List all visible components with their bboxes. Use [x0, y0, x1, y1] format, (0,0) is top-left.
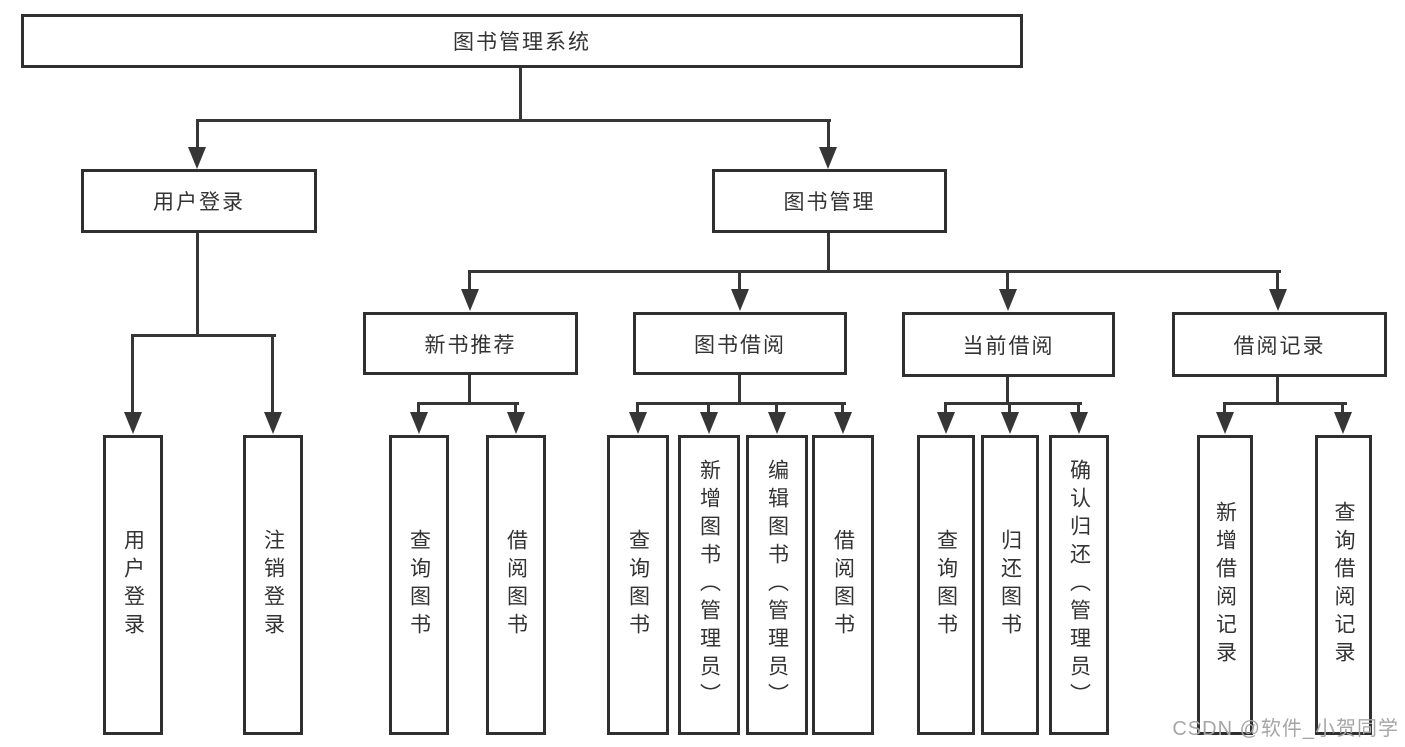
arrowhead-icon [700, 412, 718, 434]
arrowhead-icon [768, 412, 786, 434]
node-new-book-recommendation: 新书推荐 [363, 312, 578, 375]
node-borrowing-records: 借阅记录 [1172, 312, 1387, 377]
arrowhead-icon [1269, 289, 1287, 311]
node-current-borrowing: 当前借阅 [902, 312, 1115, 377]
arrowhead-icon [507, 412, 525, 434]
connector-arrow-shaft [468, 273, 471, 290]
leaf-confirm-return-admin: 确认归还（管理员） [1049, 435, 1109, 735]
leaf-query-books-borrow: 查询图书 [607, 435, 669, 735]
leaf-add-borrow-record: 新增借阅记录 [1197, 435, 1253, 735]
arrowhead-icon [1216, 412, 1234, 434]
leaf-borrow-books-recommend: 借阅图书 [486, 435, 546, 735]
connector-borrow-records-stem [1276, 377, 1279, 405]
leaf-query-books-current: 查询图书 [917, 435, 975, 735]
connector-level2-bus [196, 119, 831, 122]
leaf-edit-books-admin: 编辑图书（管理员） [746, 435, 808, 735]
connector-arrow-shaft [131, 337, 134, 413]
connector-arrow-shaft [1223, 405, 1226, 414]
connector-arrow-shaft [775, 405, 778, 414]
connector-root-stem [519, 68, 522, 121]
connector-arrow-shaft [417, 405, 420, 414]
connector-new-book-stem [468, 375, 471, 405]
connector-arrow-shaft [514, 405, 517, 414]
arrowhead-icon [264, 412, 282, 434]
leaf-query-books-recommend: 查询图书 [389, 435, 449, 735]
connector-book-borrow-bus [636, 402, 846, 405]
arrowhead-icon [410, 412, 428, 434]
arrowhead-icon [834, 412, 852, 434]
connector-current-borrow-stem [1006, 377, 1009, 405]
connector-arrow-shaft [1341, 405, 1344, 414]
arrowhead-icon [461, 289, 479, 311]
arrowhead-icon [819, 147, 837, 169]
connector-arrow-shaft [944, 405, 947, 414]
connector-level3-bus [468, 270, 1281, 273]
connector-new-book-bus [417, 402, 519, 405]
connector-book-mgmt-stem [827, 233, 830, 273]
connector-arrow-shaft [827, 122, 830, 148]
connector-user-login-stem [196, 233, 199, 336]
connector-arrow-shaft [1077, 405, 1080, 414]
arrowhead-icon [937, 412, 955, 434]
arrowhead-icon [731, 289, 749, 311]
connector-arrow-shaft [196, 122, 199, 148]
connector-arrow-shaft [1276, 273, 1279, 290]
node-book-management: 图书管理 [712, 169, 947, 233]
arrowhead-icon [1001, 412, 1019, 434]
connector-arrow-shaft [707, 405, 710, 414]
connector-book-borrow-stem [738, 375, 741, 405]
leaf-user-login: 用户登录 [103, 435, 163, 735]
connector-current-borrow-bus [944, 402, 1082, 405]
watermark-text: CSDN @软件_小贺同学 [1172, 718, 1399, 740]
connector-arrow-shaft [738, 273, 741, 290]
connector-borrow-records-bus [1223, 402, 1347, 405]
connector-user-login-bus [131, 334, 276, 337]
arrowhead-icon [188, 147, 206, 169]
node-user-login: 用户登录 [81, 169, 317, 233]
connector-arrow-shaft [1008, 405, 1011, 414]
connector-arrow-shaft [841, 405, 844, 414]
leaf-query-borrow-record: 查询借阅记录 [1315, 435, 1372, 735]
node-library-management-system: 图书管理系统 [21, 14, 1023, 68]
arrowhead-icon [1070, 412, 1088, 434]
connector-arrow-shaft [636, 405, 639, 414]
arrowhead-icon [999, 289, 1017, 311]
node-book-borrowing: 图书借阅 [633, 312, 847, 375]
arrowhead-icon [124, 412, 142, 434]
connector-arrow-shaft [1006, 273, 1009, 290]
leaf-borrow-books: 借阅图书 [812, 435, 874, 735]
leaf-return-books: 归还图书 [981, 435, 1039, 735]
connector-arrow-shaft [271, 337, 274, 413]
leaf-logout: 注销登录 [243, 435, 303, 735]
arrowhead-icon [629, 412, 647, 434]
arrowhead-icon [1334, 412, 1352, 434]
leaf-add-books-admin: 新增图书（管理员） [678, 435, 740, 735]
